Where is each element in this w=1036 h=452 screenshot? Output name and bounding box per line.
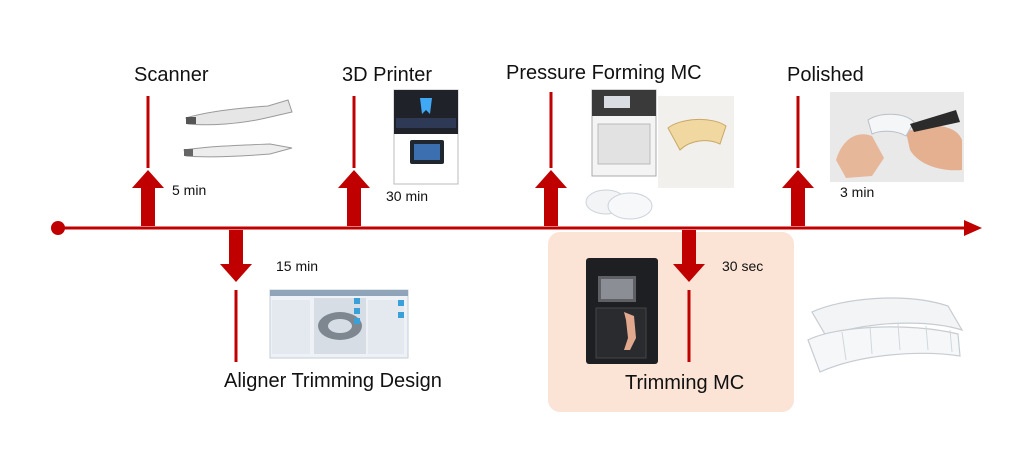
- design-down-arrow: [220, 230, 252, 282]
- scanner-label: Scanner: [134, 64, 209, 86]
- timeline-arrowhead: [964, 220, 982, 236]
- scanner-up-arrow: [132, 170, 164, 226]
- polished-time: 3 min: [840, 184, 875, 200]
- 3d-printer-icon: [393, 89, 459, 185]
- pressure-up-arrow: [535, 170, 567, 226]
- printer-time: 30 min: [386, 188, 429, 204]
- design-label: Aligner Trimming Design: [224, 370, 442, 392]
- polished-label: Polished: [787, 64, 864, 86]
- trimming-time: 30 sec: [722, 258, 764, 274]
- trimming-machine-icon: [586, 258, 658, 364]
- scanner-time: 5 min: [172, 182, 207, 198]
- pressure-label: Pressure Forming MC: [506, 62, 702, 84]
- trimming-down-arrow: [673, 230, 705, 282]
- design-time: 15 min: [276, 258, 319, 274]
- polishing-tool-icon: [830, 92, 964, 182]
- trimming-label: Trimming MC: [625, 372, 745, 394]
- printer-up-arrow: [338, 170, 370, 226]
- intraoral-scanner-icon: [183, 99, 293, 158]
- clear-aligner-icon: [807, 297, 964, 373]
- printer-label: 3D Printer: [342, 64, 433, 86]
- polished-up-arrow: [782, 170, 814, 226]
- pressure-forming-machine-icon: [585, 89, 734, 220]
- design-software-icon: [269, 289, 409, 359]
- timeline-start-dot: [51, 221, 65, 235]
